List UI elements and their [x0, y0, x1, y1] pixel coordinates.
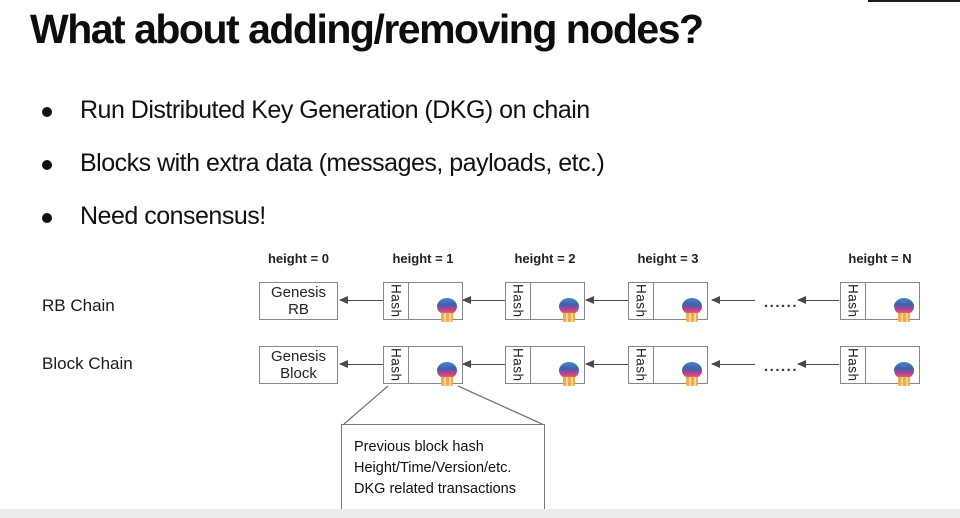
- block-body: [531, 347, 584, 386]
- hash-column: Hash: [629, 283, 654, 319]
- block-body: [866, 283, 919, 322]
- row-label-block-chain: Block Chain: [42, 354, 133, 373]
- arrow-left-icon: [711, 359, 755, 368]
- row-label-rb-chain: RB Chain: [42, 296, 115, 315]
- block-rb-h3: Hash: [628, 282, 708, 322]
- arrow-left-icon: [585, 359, 628, 368]
- gradient-ball-icon: [682, 298, 702, 324]
- gradient-ball-icon: [559, 362, 579, 388]
- block-rb-hN: Hash: [840, 282, 920, 322]
- gradient-ball-icon: [437, 298, 457, 324]
- genesis-line2: RB: [288, 301, 309, 318]
- height-header-3: height = 3: [637, 251, 699, 266]
- block-body: [654, 347, 707, 386]
- block-bc-hN: Hash: [840, 346, 920, 386]
- height-header-1: height = 1: [392, 251, 454, 266]
- hash-label: Hash: [845, 348, 861, 382]
- hash-column: Hash: [506, 283, 531, 319]
- hash-label: Hash: [510, 284, 526, 318]
- bullet-text: Need consensus!: [80, 202, 266, 230]
- block-bc-h3: Hash: [628, 346, 708, 386]
- top-right-rule: [868, 0, 960, 2]
- arrow-left-icon: [339, 359, 383, 368]
- arrow-left-icon: [462, 359, 505, 368]
- bullet-item: Need consensus!: [38, 202, 918, 255]
- genesis-line1: Genesis: [270, 284, 327, 301]
- arrow-left-icon: [797, 359, 839, 368]
- slide-title: What about adding/removing nodes?: [30, 6, 704, 52]
- height-header-N: height = N: [848, 251, 912, 266]
- bullet-item: Run Distributed Key Generation (DKG) on …: [38, 96, 918, 149]
- chain-ellipsis: ......: [764, 358, 799, 375]
- block-body: [866, 347, 919, 386]
- hash-label: Hash: [388, 284, 404, 318]
- hash-column: Hash: [629, 347, 654, 383]
- footer-bar: [0, 509, 960, 518]
- hash-column: Hash: [841, 283, 866, 319]
- hash-column: Hash: [384, 283, 409, 319]
- bullet-text: Blocks with extra data (messages, payloa…: [80, 149, 605, 177]
- block-bc-h1: Hash: [383, 346, 463, 386]
- hash-column: Hash: [384, 347, 409, 383]
- gradient-ball-icon: [437, 362, 457, 388]
- callout-connector-lines: [343, 385, 543, 425]
- bullet-dot-icon: [42, 160, 52, 170]
- hash-label: Hash: [845, 284, 861, 318]
- block-body: [409, 283, 462, 322]
- callout-line: DKG related transactions: [354, 481, 516, 497]
- block-body: [531, 283, 584, 322]
- height-header-2: height = 2: [514, 251, 576, 266]
- hash-label: Hash: [388, 348, 404, 382]
- gradient-ball-icon: [894, 362, 914, 388]
- hash-label: Hash: [510, 348, 526, 382]
- bullet-text: Run Distributed Key Generation (DKG) on …: [80, 96, 590, 124]
- height-header-0: height = 0: [267, 251, 330, 266]
- block-contents-callout: Previous block hash Height/Time/Version/…: [341, 424, 545, 512]
- bullet-list: Run Distributed Key Generation (DKG) on …: [38, 96, 918, 255]
- hash-column: Hash: [841, 347, 866, 383]
- genesis-line1: Genesis: [270, 348, 327, 365]
- arrow-left-icon: [797, 295, 839, 304]
- block-rb-h2: Hash: [505, 282, 585, 322]
- bullet-item: Blocks with extra data (messages, payloa…: [38, 149, 918, 202]
- block-body: [409, 347, 462, 386]
- arrow-left-icon: [462, 295, 505, 304]
- arrow-left-icon: [711, 295, 755, 304]
- genesis-line2: Block: [280, 365, 317, 382]
- gradient-ball-icon: [682, 362, 702, 388]
- arrow-left-icon: [339, 295, 383, 304]
- block-rb-h1: Hash: [383, 282, 463, 322]
- hash-label: Hash: [633, 348, 649, 382]
- bullet-dot-icon: [42, 107, 52, 117]
- block-body: [654, 283, 707, 322]
- bullet-dot-icon: [42, 213, 52, 223]
- block-bc-h2: Hash: [505, 346, 585, 386]
- callout-line: Previous block hash: [354, 439, 484, 455]
- hash-column: Hash: [506, 347, 531, 383]
- gradient-ball-icon: [894, 298, 914, 324]
- genesis-block-box: Genesis Block: [259, 346, 338, 384]
- chain-ellipsis: ......: [764, 294, 799, 311]
- genesis-rb-box: Genesis RB: [259, 282, 338, 320]
- arrow-left-icon: [585, 295, 628, 304]
- callout-line: Height/Time/Version/etc.: [354, 460, 512, 476]
- hash-label: Hash: [633, 284, 649, 318]
- gradient-ball-icon: [559, 298, 579, 324]
